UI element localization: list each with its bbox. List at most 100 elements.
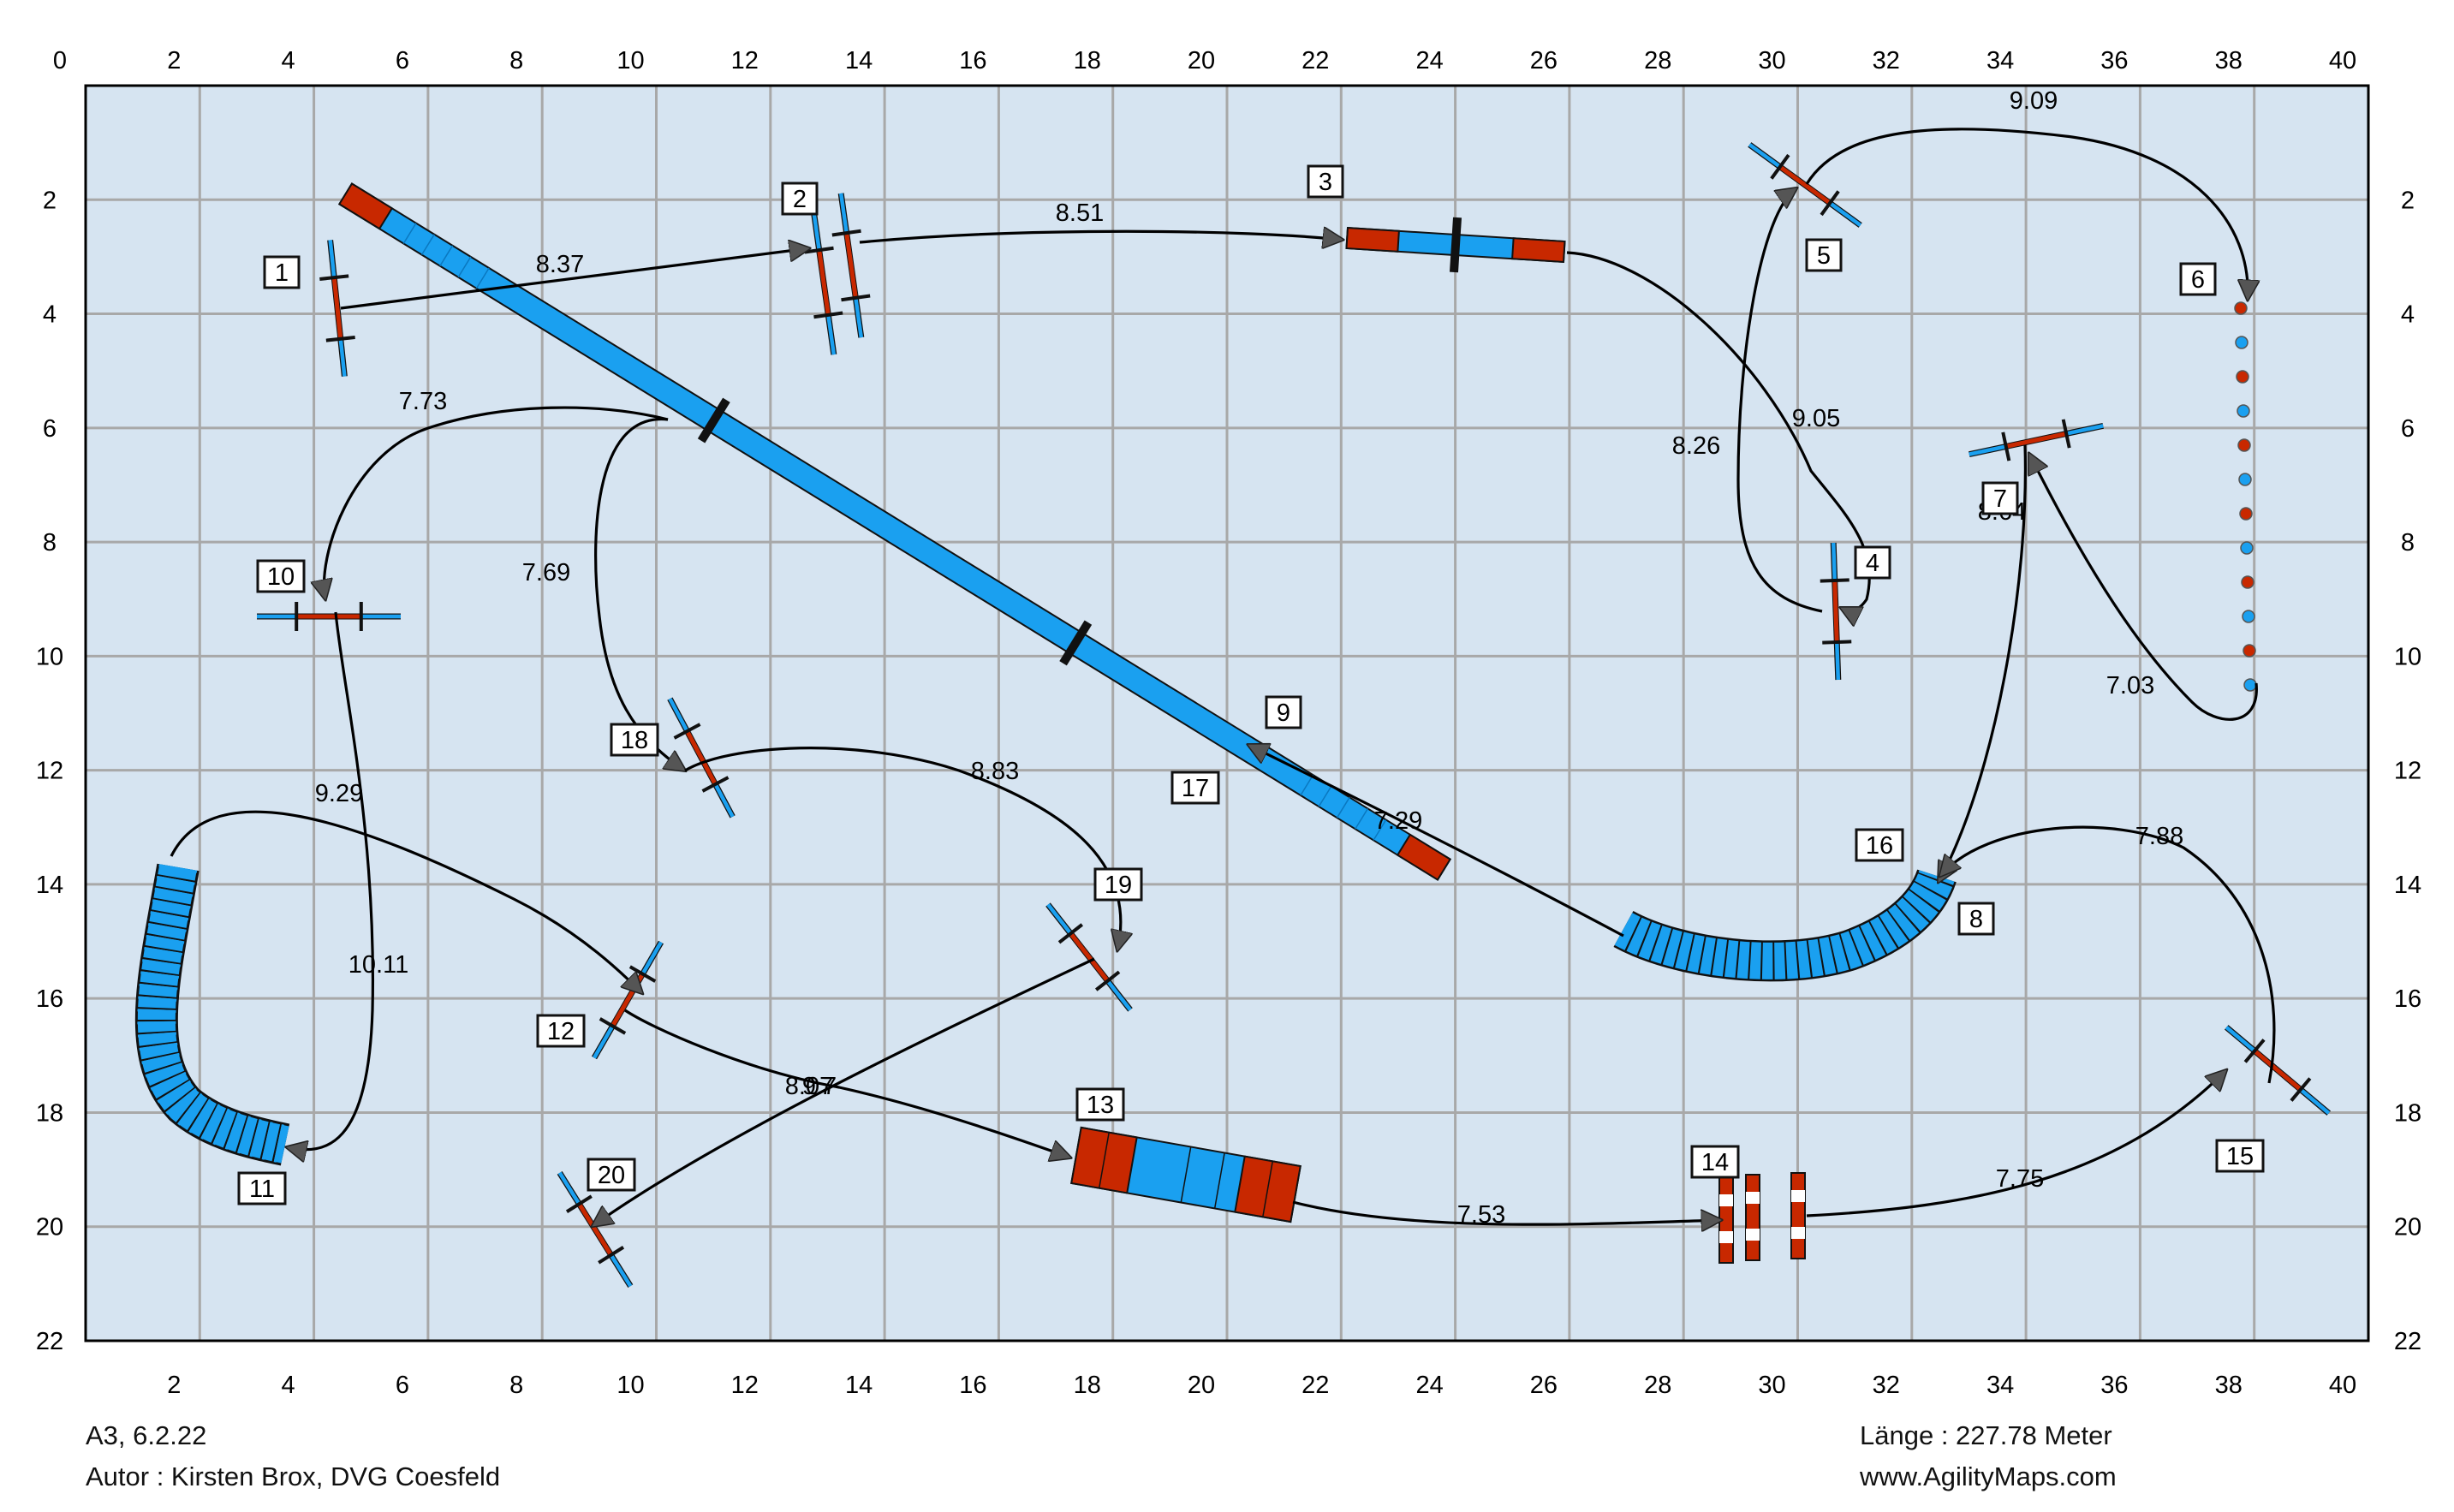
x-tick-label: 24 bbox=[1415, 1372, 1443, 1399]
svg-text:9: 9 bbox=[1277, 699, 1290, 727]
x-tick-label: 22 bbox=[1301, 1372, 1329, 1399]
obstacle-number-10: 10 bbox=[256, 559, 306, 593]
y-tick-label: 10 bbox=[2394, 643, 2421, 670]
obstacle-number-3: 3 bbox=[1307, 164, 1344, 199]
distance-label: 7.88 bbox=[2135, 823, 2183, 850]
jumps bbox=[257, 142, 2332, 1289]
obstacle-number-7: 7 bbox=[1981, 481, 2019, 515]
svg-text:10: 10 bbox=[267, 563, 295, 591]
distance-label: 7.53 bbox=[1457, 1201, 1505, 1229]
distance-label: 8.37 bbox=[536, 251, 584, 278]
y-tick-label: 12 bbox=[36, 758, 63, 785]
jump-2a bbox=[804, 210, 843, 355]
x-tick-label: 26 bbox=[1530, 47, 1558, 74]
course-author: Autor : Kirsten Brox, DVG Coesfeld bbox=[86, 1461, 501, 1491]
distance-label: 7.69 bbox=[522, 559, 570, 586]
jump-7 bbox=[1969, 419, 2104, 461]
distance-label: 8.51 bbox=[1056, 199, 1104, 227]
jump-20 bbox=[557, 1170, 634, 1289]
x-tick-label: 0 bbox=[53, 47, 67, 74]
x-tick-label: 10 bbox=[616, 1372, 644, 1399]
distance-label: 10.11 bbox=[348, 951, 408, 979]
x-tick-label: 32 bbox=[1873, 1372, 1900, 1399]
x-tick-label: 12 bbox=[731, 1372, 759, 1399]
x-tick-label: 36 bbox=[2100, 47, 2128, 74]
distance-label: 8.83 bbox=[971, 758, 1019, 785]
a-frame bbox=[1070, 1126, 1301, 1223]
svg-text:11: 11 bbox=[249, 1176, 275, 1203]
y-tick-label: 16 bbox=[2394, 985, 2421, 1013]
x-tick-label: 38 bbox=[2215, 1372, 2243, 1399]
y-tick-label: 22 bbox=[2394, 1328, 2421, 1355]
x-tick-label: 28 bbox=[1644, 1372, 1671, 1399]
y-tick-label: 20 bbox=[36, 1214, 63, 1241]
y-tick-label: 14 bbox=[36, 872, 63, 899]
x-tick-label: 40 bbox=[2329, 47, 2356, 74]
obstacle-number-12: 12 bbox=[536, 1014, 586, 1048]
x-tick-label: 22 bbox=[1301, 47, 1329, 74]
course-info: A3, 6.2.22 bbox=[86, 1420, 207, 1450]
x-tick-label: 6 bbox=[396, 1372, 409, 1399]
y-tick-label: 18 bbox=[2394, 1099, 2421, 1127]
obstacle-number-1: 1 bbox=[263, 255, 301, 289]
x-tick-label: 16 bbox=[959, 1372, 986, 1399]
y-tick-label: 4 bbox=[2401, 301, 2415, 329]
svg-text:19: 19 bbox=[1105, 872, 1132, 899]
svg-text:2: 2 bbox=[793, 186, 807, 213]
jump-5 bbox=[1748, 142, 1862, 228]
y-tick-label: 6 bbox=[2401, 415, 2415, 443]
distance-label: 9.29 bbox=[315, 780, 363, 807]
obstacle-number-13: 13 bbox=[1075, 1087, 1125, 1122]
jump-15 bbox=[2224, 1025, 2332, 1116]
obstacle-number-19: 19 bbox=[1093, 867, 1143, 902]
svg-text:8: 8 bbox=[1969, 906, 1983, 933]
jump-1 bbox=[319, 240, 355, 377]
svg-text:5: 5 bbox=[1817, 242, 1831, 270]
svg-text:15: 15 bbox=[2226, 1143, 2254, 1170]
distance-label: 7.75 bbox=[1996, 1165, 2044, 1193]
obstacle-number-20: 20 bbox=[587, 1158, 636, 1192]
x-tick-label: 30 bbox=[1758, 1372, 1785, 1399]
obstacle-number-6: 6 bbox=[2179, 262, 2217, 296]
x-tick-label: 20 bbox=[1188, 1372, 1215, 1399]
x-tick-label: 10 bbox=[616, 47, 644, 74]
x-tick-label: 2 bbox=[167, 47, 181, 74]
y-tick-label: 22 bbox=[36, 1328, 63, 1355]
svg-text:18: 18 bbox=[621, 727, 648, 754]
x-tick-label: 20 bbox=[1188, 47, 1215, 74]
jump-4 bbox=[1820, 542, 1852, 681]
distance-label: 7.03 bbox=[2106, 672, 2154, 699]
x-tick-label: 28 bbox=[1644, 47, 1671, 74]
y-tick-label: 16 bbox=[36, 985, 63, 1013]
obstacle-number-2: 2 bbox=[781, 182, 819, 216]
y-tick-label: 2 bbox=[2401, 187, 2415, 214]
jump-19 bbox=[1045, 902, 1133, 1012]
svg-text:4: 4 bbox=[1866, 550, 1879, 577]
obstacle-number-11: 11 bbox=[237, 1171, 287, 1205]
obstacle-number-14: 14 bbox=[1690, 1145, 1740, 1179]
x-tick-label: 18 bbox=[1074, 1372, 1101, 1399]
obstacles bbox=[134, 142, 2332, 1289]
x-tick-label: 24 bbox=[1415, 47, 1443, 74]
x-tick-label: 32 bbox=[1873, 47, 1900, 74]
x-tick-label: 14 bbox=[845, 1372, 873, 1399]
obstacle-number-9: 9 bbox=[1265, 695, 1302, 729]
y-tick-label: 8 bbox=[43, 529, 57, 557]
y-tick-label: 18 bbox=[36, 1099, 63, 1127]
distance-label: 8.26 bbox=[1672, 432, 1720, 460]
y-tick-label: 6 bbox=[43, 415, 57, 443]
svg-text:1: 1 bbox=[275, 259, 289, 287]
x-tick-label: 6 bbox=[396, 47, 409, 74]
website-link[interactable]: www.AgilityMaps.com bbox=[1860, 1461, 2117, 1491]
dog-walk bbox=[337, 182, 1452, 881]
x-tick-label: 4 bbox=[282, 1372, 295, 1399]
jump-10 bbox=[257, 602, 401, 631]
x-tick-label: 40 bbox=[2329, 1372, 2356, 1399]
jump-18 bbox=[667, 697, 736, 819]
x-tick-label: 14 bbox=[845, 47, 873, 74]
jump-2b bbox=[831, 193, 871, 338]
svg-text:7: 7 bbox=[1993, 485, 2007, 513]
